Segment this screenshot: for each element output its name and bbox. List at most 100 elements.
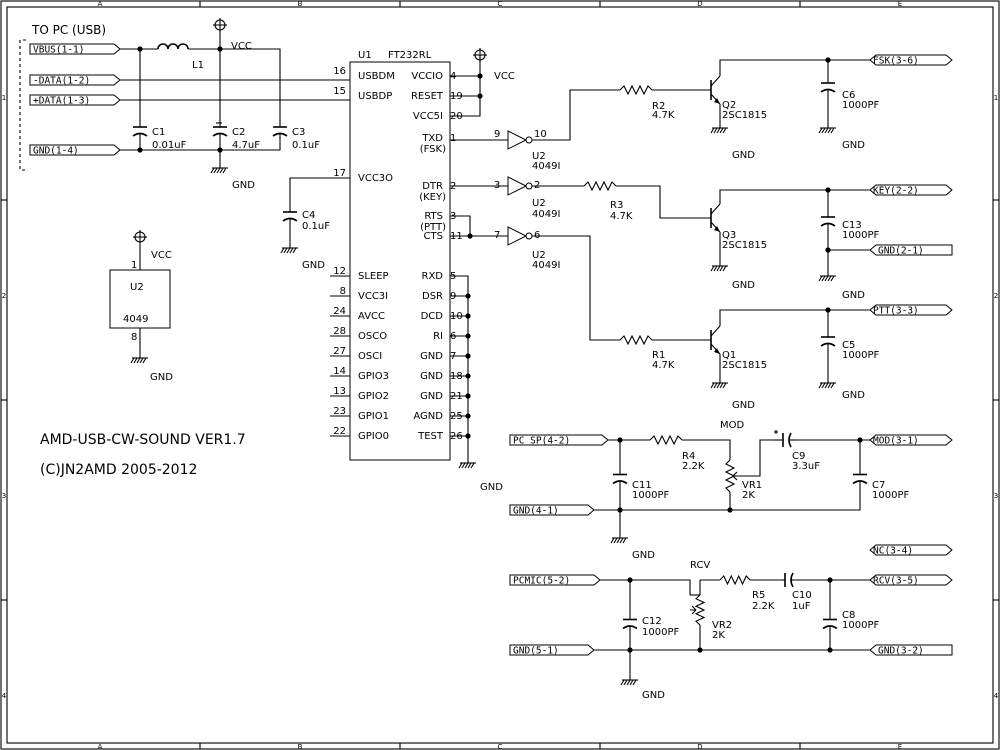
u1-pin-name: GND bbox=[420, 391, 443, 402]
grid-row-label: 1 bbox=[2, 94, 6, 102]
u1-pin-number: 6 bbox=[450, 331, 456, 342]
u2-ref: U2 bbox=[532, 250, 546, 261]
wire bbox=[600, 579, 691, 595]
u2-val: 4049I bbox=[532, 260, 560, 271]
wire bbox=[616, 185, 711, 219]
u1-pin-name: RTS bbox=[424, 211, 443, 222]
u1-pin-number: 4 bbox=[450, 71, 456, 82]
u1-pin-number: 2 bbox=[450, 181, 456, 192]
junction-dot bbox=[467, 233, 473, 239]
gnd-label: GND bbox=[302, 260, 325, 271]
ground-symbol bbox=[280, 240, 298, 254]
port-label: MOD(3-1) bbox=[873, 436, 919, 447]
grid-col-label: E bbox=[898, 0, 902, 8]
grid-col-label: C bbox=[498, 743, 503, 750]
port-ptt bbox=[869, 304, 953, 316]
c3-ref: C3 bbox=[292, 127, 305, 138]
c11-ref: C11 bbox=[632, 480, 652, 491]
wire bbox=[719, 59, 828, 76]
u1-pin-name: TEST bbox=[417, 431, 444, 442]
c13-ref: C13 bbox=[842, 220, 862, 231]
u1-pin-number: 25 bbox=[450, 411, 463, 422]
grid-row-label: 4 bbox=[994, 692, 999, 700]
gate-pin: 9 bbox=[494, 129, 500, 140]
vcc-label: VCC bbox=[151, 250, 172, 261]
port-gnd41 bbox=[509, 504, 595, 516]
pin-number: 1 bbox=[131, 260, 137, 271]
u1-pin-name: CTS bbox=[424, 231, 443, 242]
q1-val: 2SC1815 bbox=[722, 360, 767, 371]
gnd-label: GND bbox=[842, 290, 865, 301]
u1-pin-number: 7 bbox=[450, 351, 456, 362]
c6-ref: C6 bbox=[842, 90, 855, 101]
vcc-symbol bbox=[473, 48, 487, 62]
capacitor-c8 bbox=[822, 605, 838, 640]
rcv-label: RCV bbox=[690, 560, 710, 571]
q3-ref: Q3 bbox=[722, 230, 736, 241]
u1-pin-name: AVCC bbox=[358, 311, 385, 322]
gate-pin: 2 bbox=[534, 180, 540, 191]
u1-pin-name: USBDM bbox=[358, 71, 395, 82]
capacitor-c3 bbox=[272, 120, 288, 140]
port-gnd_usb bbox=[29, 144, 121, 156]
junction-dot bbox=[727, 507, 733, 513]
u2-package-ref: U2 bbox=[130, 282, 144, 293]
ground-symbol bbox=[818, 375, 836, 389]
ground-symbol bbox=[818, 120, 836, 134]
r2-val: 4.7K bbox=[652, 110, 675, 121]
u1-pin-sub: (KEY) bbox=[419, 192, 446, 203]
port-label: PC SP(4-2) bbox=[513, 436, 570, 447]
vr2-val: 2K bbox=[712, 630, 725, 641]
wire bbox=[739, 439, 774, 477]
inductor-l1 bbox=[157, 43, 189, 50]
resistor-r3 bbox=[583, 180, 617, 192]
u1-pin-name: DTR bbox=[422, 181, 443, 192]
c2-ref: C2 bbox=[232, 127, 245, 138]
c9-val: 3.3uF bbox=[792, 461, 820, 472]
ground-symbol bbox=[710, 120, 728, 134]
u1-pin-number: 11 bbox=[450, 231, 463, 242]
r5-val: 2.2K bbox=[752, 601, 775, 612]
r4-ref: R4 bbox=[682, 451, 695, 462]
gnd-label: GND bbox=[842, 390, 865, 401]
u2-ref: U2 bbox=[532, 151, 546, 162]
q2-val: 2SC1815 bbox=[722, 110, 767, 121]
gate-pin: 7 bbox=[494, 230, 500, 241]
wire bbox=[532, 89, 620, 141]
r1-ref: R1 bbox=[652, 350, 665, 361]
grid-col-label: E bbox=[898, 743, 902, 750]
u1-pin-number: 3 bbox=[450, 211, 456, 222]
u1-pin-name: VCCIO bbox=[411, 71, 443, 82]
port-pcsp bbox=[509, 434, 609, 446]
u1-pin-number: 28 bbox=[333, 326, 346, 337]
junction-dot bbox=[697, 647, 703, 653]
u1-pin-number: 8 bbox=[340, 286, 346, 297]
port-mod bbox=[869, 434, 953, 446]
u1-pin-name: AGND bbox=[413, 411, 443, 422]
gate-pin: 3 bbox=[494, 180, 500, 191]
grid-row-label: 2 bbox=[994, 292, 998, 300]
u1-pin-name: VCC3O bbox=[358, 173, 393, 184]
capacitor-c10 bbox=[782, 572, 794, 588]
port-label: GND(3-2) bbox=[878, 646, 924, 657]
port-dplus bbox=[29, 94, 121, 106]
resistor-r1 bbox=[619, 334, 653, 346]
grid-col-label: B bbox=[298, 0, 303, 8]
gnd-label: GND bbox=[150, 372, 173, 383]
capacitor-c13 bbox=[820, 190, 836, 250]
wire bbox=[120, 140, 281, 151]
ground-symbol bbox=[620, 672, 638, 686]
ic-u1-body bbox=[349, 61, 451, 461]
port-key bbox=[869, 184, 953, 196]
capacitor-c6 bbox=[820, 60, 836, 112]
capacitor-c9 bbox=[774, 430, 798, 448]
wire bbox=[682, 439, 731, 460]
u1-pin-name: GPIO2 bbox=[358, 391, 389, 402]
q1-ref: Q1 bbox=[722, 350, 736, 361]
junction-dot bbox=[465, 333, 471, 339]
capacitor-c1 bbox=[132, 120, 148, 140]
vr1-val: 2K bbox=[742, 490, 755, 501]
ground-symbol bbox=[458, 455, 476, 469]
